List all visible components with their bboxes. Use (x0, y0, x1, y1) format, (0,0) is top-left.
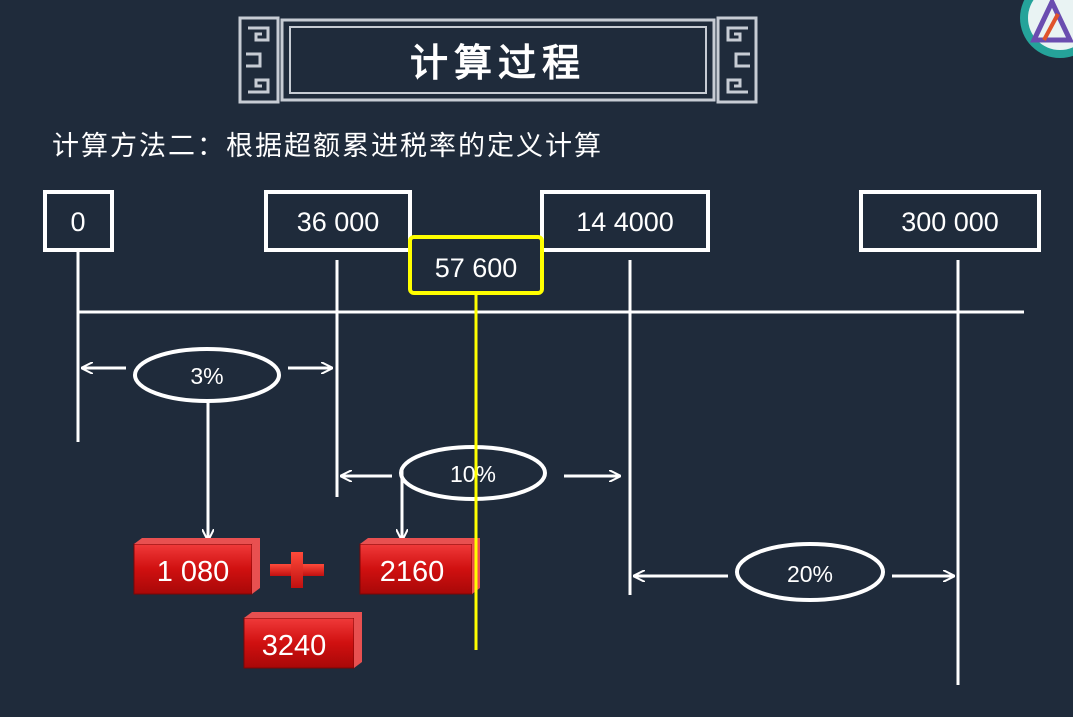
rate-label: 10% (450, 461, 496, 487)
total-label: 3240 (262, 630, 327, 662)
rate-label: 3% (190, 363, 223, 389)
rate-bracket-20: 20% (634, 542, 954, 602)
result-label: 1 080 (157, 556, 230, 588)
threshold-box-0: 0 (43, 190, 114, 252)
result-box-2160: 2160 (359, 538, 480, 595)
method-subtitle: 计算方法二：根据超额累进税率的定义计算 (52, 131, 603, 162)
threshold-label: 14 4000 (576, 207, 674, 237)
threshold-box-36000: 36 000 (264, 190, 412, 252)
current-amount-label: 57 600 (435, 253, 518, 283)
result-box-total: 3240 (243, 612, 362, 669)
threshold-label: 300 000 (901, 207, 999, 237)
plus-icon (270, 552, 324, 588)
rate-bracket-3: 3% (82, 347, 332, 403)
title-frame (238, 16, 758, 104)
ornament-right (716, 16, 758, 104)
result-box-1080: 1 080 (133, 538, 260, 595)
page-title: 计算过程 (410, 40, 586, 85)
threshold-label: 36 000 (297, 207, 380, 237)
ornament-left (238, 16, 280, 104)
threshold-label: 0 (70, 207, 85, 237)
threshold-box-144000: 14 4000 (540, 190, 710, 252)
current-amount-box: 57 600 (408, 235, 544, 295)
rate-bracket-10: 10% (341, 445, 620, 501)
threshold-box-300000: 300 000 (859, 190, 1041, 252)
rate-label: 20% (787, 561, 833, 587)
result-label: 2160 (380, 556, 445, 588)
logo-icon (1020, 0, 1073, 58)
